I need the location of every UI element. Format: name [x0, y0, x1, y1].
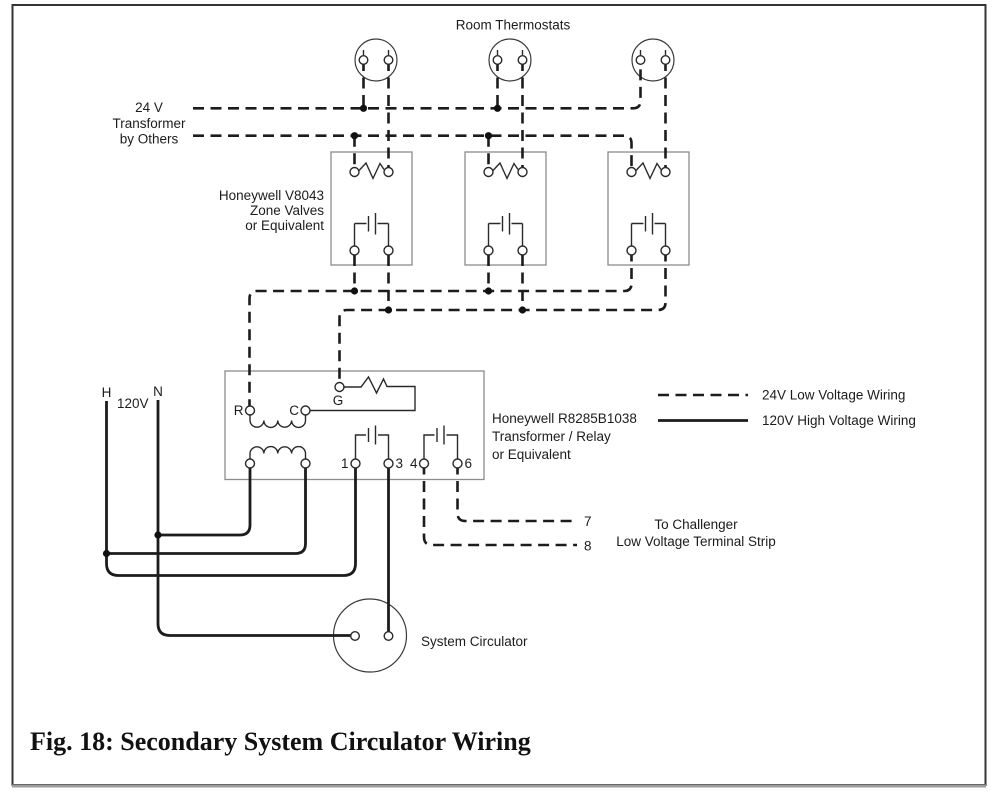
zone-valves-note-line3: or Equivalent — [245, 218, 324, 233]
thermostat-1 — [354, 38, 398, 82]
junction-dots — [102, 104, 527, 558]
neutral-label: N — [153, 384, 163, 399]
transformer-note-line3: by Others — [120, 132, 179, 147]
figure-caption: Fig. 18: Secondary System Circulator Wir… — [30, 727, 531, 756]
legend-low-voltage-label: 24V Low Voltage Wiring — [762, 388, 905, 403]
relay-note-line2: Transformer / Relay — [492, 429, 611, 444]
circulator-right-terminal — [383, 631, 394, 642]
wire-8-label: 8 — [584, 539, 592, 554]
relay-secondary-right-terminal — [300, 458, 311, 469]
challenger-note-line1: To Challenger — [654, 517, 738, 532]
transformer-note-line1: 24 V — [135, 100, 163, 115]
zone-valve-2-box — [464, 151, 547, 266]
wire-7-label: 7 — [584, 514, 592, 529]
zone-valves-note-line1: Honeywell V8043 — [219, 188, 324, 203]
relay-terminal-3 — [383, 458, 394, 469]
thermostat-3 — [631, 38, 675, 82]
legend: 24V Low Voltage Wiring 120V High Voltage… — [658, 388, 916, 428]
terminal-1-label: 1 — [341, 456, 349, 471]
terminal-r-label: R — [234, 403, 244, 418]
system-circulator-label: System Circulator — [421, 634, 528, 649]
terminal-4-label: 4 — [410, 456, 418, 471]
terminal-c-label: C — [289, 403, 299, 418]
legend-high-voltage-label: 120V High Voltage Wiring — [762, 413, 916, 428]
challenger-note-line2: Low Voltage Terminal Strip — [616, 534, 776, 549]
zone-valve-3-box — [607, 151, 690, 266]
terminal-g-label: G — [333, 393, 344, 408]
room-thermostats-label: Room Thermostats — [456, 18, 571, 33]
relay-note-line1: Honeywell R8285B1038 — [492, 411, 637, 426]
relay-internals — [244, 375, 463, 469]
transformer-note-line2: Transformer — [112, 116, 186, 131]
hot-label: H — [102, 385, 112, 400]
relay-secondary-left-terminal — [244, 458, 256, 469]
relay-terminal-g — [334, 381, 345, 393]
zone-valves-note-line2: Zone Valves — [250, 203, 324, 218]
terminal-6-label: 6 — [465, 456, 473, 471]
relay-terminal-4 — [418, 458, 430, 469]
high-voltage-wiring — [105, 400, 390, 637]
relay-note-line3: or Equivalent — [492, 447, 571, 462]
thermostat-2 — [488, 38, 532, 82]
relay-terminal-c — [300, 405, 311, 416]
relay-terminal-1 — [350, 458, 361, 469]
circulator-left-terminal — [350, 631, 361, 642]
voltage-label: 120V — [117, 396, 149, 411]
terminal-3-label: 3 — [396, 456, 404, 471]
zone-valve-1-box — [330, 151, 413, 266]
relay-terminal-6 — [452, 458, 463, 469]
relay-terminal-r — [244, 405, 256, 416]
low-voltage-wiring — [193, 60, 667, 547]
